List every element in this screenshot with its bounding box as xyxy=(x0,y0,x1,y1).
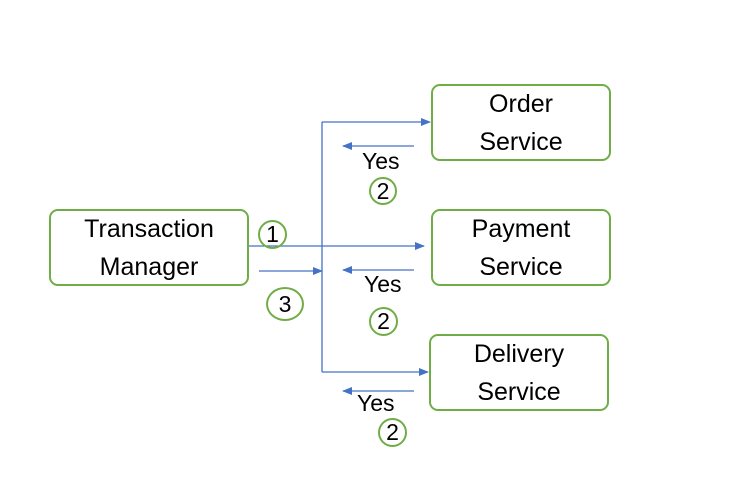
delivery-service-node: Delivery Service xyxy=(429,334,609,411)
step-marker-vote-delivery: 2 xyxy=(378,418,407,447)
reply-label-delivery: Yes xyxy=(357,390,395,416)
transaction-manager-node: Transaction Manager xyxy=(49,209,249,286)
order-service-line2: Service xyxy=(479,127,563,156)
payment-service-node: Payment Service xyxy=(431,209,611,286)
payment-service-line2: Service xyxy=(479,252,563,281)
order-service-line1: Order xyxy=(489,89,553,118)
delivery-service-line1: Delivery xyxy=(473,339,565,368)
step-marker-vote-payment: 2 xyxy=(369,307,398,336)
step-number: 2 xyxy=(386,419,399,445)
step-marker-prepare: 1 xyxy=(258,220,287,249)
payment-service-line1: Payment xyxy=(471,214,571,243)
reply-label-payment: Yes xyxy=(364,271,402,297)
delivery-service-line2: Service xyxy=(477,377,561,406)
step-number: 1 xyxy=(266,221,279,247)
step-number: 2 xyxy=(376,177,390,204)
step-marker-vote-order: 2 xyxy=(369,177,397,205)
step-marker-commit: 3 xyxy=(266,287,304,321)
step-number: 2 xyxy=(377,308,390,334)
order-service-node: Order Service xyxy=(431,84,611,161)
step-number: 3 xyxy=(278,290,292,317)
transaction-manager-line1: Transaction xyxy=(84,214,214,243)
reply-label-order: Yes xyxy=(362,148,400,174)
transaction-manager-line2: Manager xyxy=(99,252,199,281)
